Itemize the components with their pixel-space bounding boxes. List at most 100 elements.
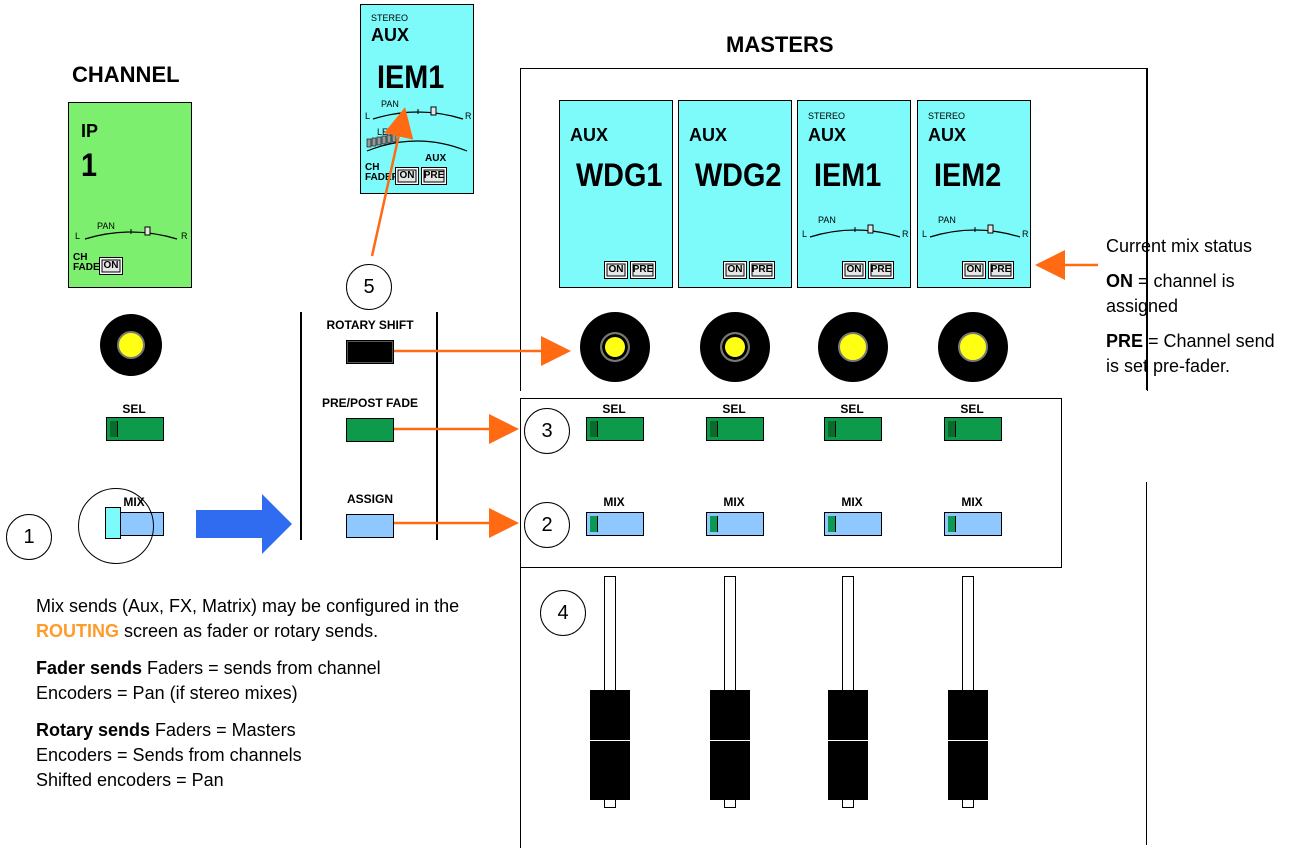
- status-on-note: ON = channel is assigned: [1106, 271, 1235, 316]
- callout-3: 3: [524, 408, 570, 454]
- master-pan-label: PAN: [938, 215, 956, 225]
- master-sel-label-4: SEL: [960, 402, 984, 416]
- channel-encoder-knob[interactable]: [100, 314, 162, 376]
- master-name: IEM2: [934, 157, 1002, 193]
- rotary-shift-button[interactable]: [346, 340, 394, 364]
- popup-pre-indicator: PRE: [421, 167, 447, 185]
- intro-note: Mix sends (Aux, FX, Matrix) may be confi…: [36, 596, 460, 641]
- callout-4: 4: [540, 590, 586, 636]
- assign-button[interactable]: [346, 514, 394, 538]
- master-type: AUX: [808, 125, 847, 145]
- master-encoder-knob-2[interactable]: [700, 312, 770, 382]
- fader-sends-note: Fader sends Faders = sends from channel …: [36, 658, 381, 703]
- popup-pan-l: L: [365, 111, 371, 121]
- master-sel-button-2[interactable]: [706, 417, 764, 441]
- master-pan-label: PAN: [818, 215, 836, 225]
- master-pan-arc: [809, 224, 901, 238]
- master-pre-indicator: PRE: [630, 261, 656, 279]
- master-pan-r: R: [902, 229, 909, 239]
- status-title: Current mix status: [1106, 236, 1253, 256]
- assign-label: ASSIGN: [346, 492, 393, 506]
- popup-pan-label: PAN: [381, 99, 399, 109]
- master-mix-button-4[interactable]: [944, 512, 1002, 536]
- channel-pan-l: L: [75, 231, 81, 241]
- master-stereo: STEREO: [928, 111, 966, 121]
- channel-on-indicator: ON: [99, 257, 123, 275]
- master-display-4: STEREO AUX IEM2 PAN L R ON PRE: [917, 100, 1031, 288]
- channel-ch-fader: CH FADER: [73, 252, 107, 273]
- master-mix-button-1[interactable]: [586, 512, 644, 536]
- master-on-indicator: ON: [962, 261, 986, 279]
- masters-right-edge: [1146, 68, 1147, 390]
- master-mix-label-3: MIX: [841, 495, 863, 509]
- channel-mix-highlight-circle: [78, 488, 154, 564]
- channel-pan-r: R: [181, 231, 188, 241]
- master-name: IEM1: [814, 157, 882, 193]
- popup-display: STEREO AUX IEM1 PAN L R LEV AUX CH FADER…: [360, 4, 474, 194]
- arrow-to-popup: [370, 107, 414, 257]
- channel-type: IP: [81, 121, 99, 141]
- bottom-notes: Mix sends (Aux, FX, Matrix) may be confi…: [36, 594, 516, 793]
- master-sel-label-1: SEL: [602, 402, 626, 416]
- master-mix-button-3[interactable]: [824, 512, 882, 536]
- channel-sel-button[interactable]: [106, 417, 164, 441]
- master-sel-button-4[interactable]: [944, 417, 1002, 441]
- master-name: WDG1: [576, 157, 663, 193]
- master-mix-label-4: MIX: [961, 495, 983, 509]
- master-pan-r: R: [1022, 229, 1029, 239]
- popup-pan-r: R: [465, 111, 472, 121]
- channel-pan-arc: [84, 226, 178, 240]
- master-pan-l: L: [922, 229, 928, 239]
- master-stereo: STEREO: [808, 111, 846, 121]
- masters-panel-faders: [520, 568, 1147, 848]
- channel-sel-label: SEL: [122, 402, 146, 416]
- center-panel-right-edge: [436, 312, 438, 540]
- master-type: AUX: [928, 125, 967, 145]
- master-type: AUX: [570, 125, 609, 145]
- popup-type: AUX: [371, 25, 410, 45]
- master-pre-indicator: PRE: [868, 261, 894, 279]
- popup-on-indicator: ON: [395, 167, 419, 185]
- status-notes: Current mix status ON = channel is assig…: [1106, 234, 1306, 379]
- popup-pan-arc: [372, 106, 464, 120]
- master-type: AUX: [689, 125, 728, 145]
- masters-right-edge-lower: [1146, 482, 1147, 845]
- master-sel-button-3[interactable]: [824, 417, 882, 441]
- master-fader-1[interactable]: [590, 690, 630, 800]
- masters-panel-buttons: [520, 398, 1062, 568]
- channel-pan-label: PAN: [97, 221, 115, 231]
- masters-heading: MASTERS: [726, 32, 834, 57]
- master-sel-button-1[interactable]: [586, 417, 644, 441]
- pre-post-fade-label: PRE/POST FADE: [321, 396, 419, 410]
- master-fader-3[interactable]: [828, 690, 868, 800]
- center-panel-left-edge: [300, 312, 302, 540]
- master-encoder-knob-3[interactable]: [818, 312, 888, 382]
- popup-ch-fader: CH FADER: [365, 162, 399, 183]
- master-encoder-knob-1[interactable]: [580, 312, 650, 382]
- channel-heading: CHANNEL: [72, 62, 180, 87]
- master-display-3: STEREO AUX IEM1 PAN L R ON PRE: [797, 100, 911, 288]
- popup-name: IEM1: [377, 59, 445, 95]
- popup-aux-label: AUX: [425, 153, 447, 164]
- master-pan-arc: [929, 224, 1021, 238]
- channel-display: IP 1 PAN L R CH FADER ON: [68, 102, 192, 288]
- master-pan-l: L: [802, 229, 808, 239]
- popup-stereo: STEREO: [371, 13, 409, 23]
- master-encoder-knob-4[interactable]: [938, 312, 1008, 382]
- rotary-sends-note: Rotary sends Faders = Masters Encoders =…: [36, 720, 302, 790]
- callout-1: 1: [6, 514, 52, 560]
- arrow-blue-mix: [196, 494, 292, 554]
- master-mix-label-1: MIX: [603, 495, 625, 509]
- master-on-indicator: ON: [604, 261, 628, 279]
- master-display-1: AUX WDG1 ON PRE: [559, 100, 673, 288]
- callout-5: 5: [346, 264, 392, 310]
- master-pre-indicator: PRE: [988, 261, 1014, 279]
- callout-2: 2: [524, 502, 570, 548]
- master-fader-4[interactable]: [948, 690, 988, 800]
- master-mix-button-2[interactable]: [706, 512, 764, 536]
- master-sel-label-2: SEL: [722, 402, 746, 416]
- master-fader-2[interactable]: [710, 690, 750, 800]
- pre-post-fade-button[interactable]: [346, 418, 394, 442]
- masters-panel-top: [520, 68, 1148, 391]
